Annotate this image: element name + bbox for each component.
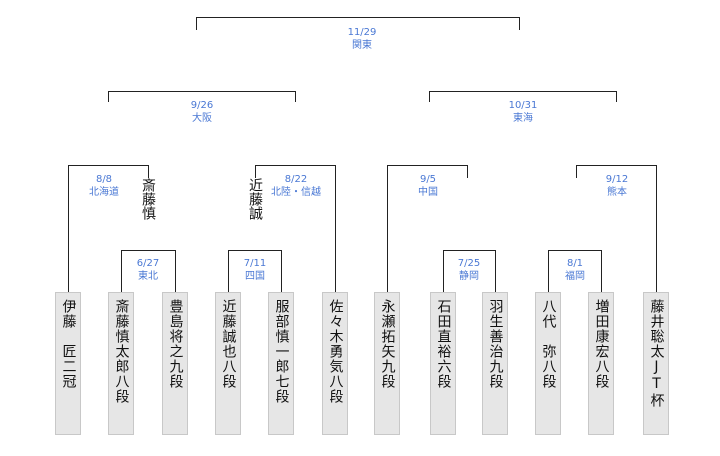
qf3-label: 9/5 中国 — [403, 173, 453, 199]
r1d-connector — [548, 250, 602, 292]
final-date: 11/29 — [347, 27, 377, 38]
semi-left-connector — [108, 91, 296, 102]
player-box-1: 伊藤 匠二冠 — [55, 292, 81, 435]
player-box-11: 増田康宏八段 — [588, 292, 614, 435]
player-box-9: 羽生善治九段 — [482, 292, 508, 435]
player-box-8: 石田直裕六段 — [430, 292, 456, 435]
r1d-venue: 福岡 — [565, 271, 585, 282]
final-label: 11/29 関東 — [332, 26, 392, 52]
player-box-3: 豊島将之九段 — [162, 292, 188, 435]
r1b-label: 7/11 四国 — [235, 257, 275, 283]
semi-right-label: 10/31 東海 — [493, 99, 553, 125]
player-box-4: 近藤誠也八段 — [215, 292, 241, 435]
r1a-date: 6/27 — [136, 258, 160, 269]
qf1-winner: 斎藤慎 — [140, 178, 156, 220]
semi-right-venue: 東海 — [513, 113, 533, 124]
qf2-date: 8/22 — [284, 174, 308, 185]
r1b-venue: 四国 — [245, 271, 265, 282]
qf3-venue: 中国 — [418, 187, 438, 198]
qf4-connector — [576, 165, 657, 292]
qf2-venue: 北陸・信越 — [271, 187, 321, 198]
r1d-date: 8/1 — [566, 258, 584, 269]
player-name: 豊島将之九段 — [167, 299, 184, 389]
player-name: 増田康宏八段 — [593, 299, 610, 389]
player-name: 佐々木勇気八段 — [327, 299, 344, 404]
player-box-12: 藤井聡太JT杯 — [643, 292, 669, 435]
player-name: 伊藤 匠二冠 — [60, 299, 77, 389]
qf4-label: 9/12 熊本 — [592, 173, 642, 199]
final-venue: 関東 — [352, 40, 372, 51]
player-box-7: 永瀬拓矢九段 — [374, 292, 400, 435]
player-box-6: 佐々木勇気八段 — [322, 292, 348, 435]
semi-right-date: 10/31 — [508, 100, 538, 111]
player-name: 八代 弥八段 — [540, 299, 557, 389]
player-name: 石田直裕六段 — [435, 299, 452, 389]
qf3-connector — [387, 165, 468, 292]
r1d-label: 8/1 福岡 — [555, 257, 595, 283]
semi-left-date: 9/26 — [190, 100, 214, 111]
r1b-date: 7/11 — [243, 258, 267, 269]
r1a-connector — [121, 250, 176, 292]
qf4-date: 9/12 — [605, 174, 629, 185]
qf1-venue: 北海道 — [89, 187, 119, 198]
qf3-date: 9/5 — [419, 174, 437, 185]
player-box-5: 服部慎一郎七段 — [268, 292, 294, 435]
qf1-label: 8/8 北海道 — [78, 173, 130, 199]
semi-left-label: 9/26 大阪 — [172, 99, 232, 125]
player-name: 斎藤慎太郎八段 — [113, 299, 130, 404]
player-name: 服部慎一郎七段 — [273, 299, 290, 404]
qf1-connector — [68, 165, 149, 292]
player-name: 藤井聡太JT杯 — [648, 299, 665, 408]
player-box-2: 斎藤慎太郎八段 — [108, 292, 134, 435]
qf1-date: 8/8 — [95, 174, 113, 185]
qf2-connector — [255, 165, 336, 292]
r1b-connector — [228, 250, 282, 292]
r1c-date: 7/25 — [457, 258, 481, 269]
r1c-label: 7/25 静岡 — [449, 257, 489, 283]
player-box-10: 八代 弥八段 — [535, 292, 561, 435]
qf2-winner: 近藤誠 — [247, 178, 263, 220]
semi-left-venue: 大阪 — [192, 113, 212, 124]
player-name: 永瀬拓矢九段 — [379, 299, 396, 389]
r1a-venue: 東北 — [138, 271, 158, 282]
qf2-label: 8/22 北陸・信越 — [266, 173, 326, 199]
r1c-venue: 静岡 — [459, 271, 479, 282]
player-name: 近藤誠也八段 — [220, 299, 237, 389]
qf4-venue: 熊本 — [607, 187, 627, 198]
r1a-label: 6/27 東北 — [128, 257, 168, 283]
final-connector — [196, 17, 520, 30]
r1c-connector — [443, 250, 496, 292]
player-name: 羽生善治九段 — [487, 299, 504, 389]
semi-right-connector — [429, 91, 617, 102]
